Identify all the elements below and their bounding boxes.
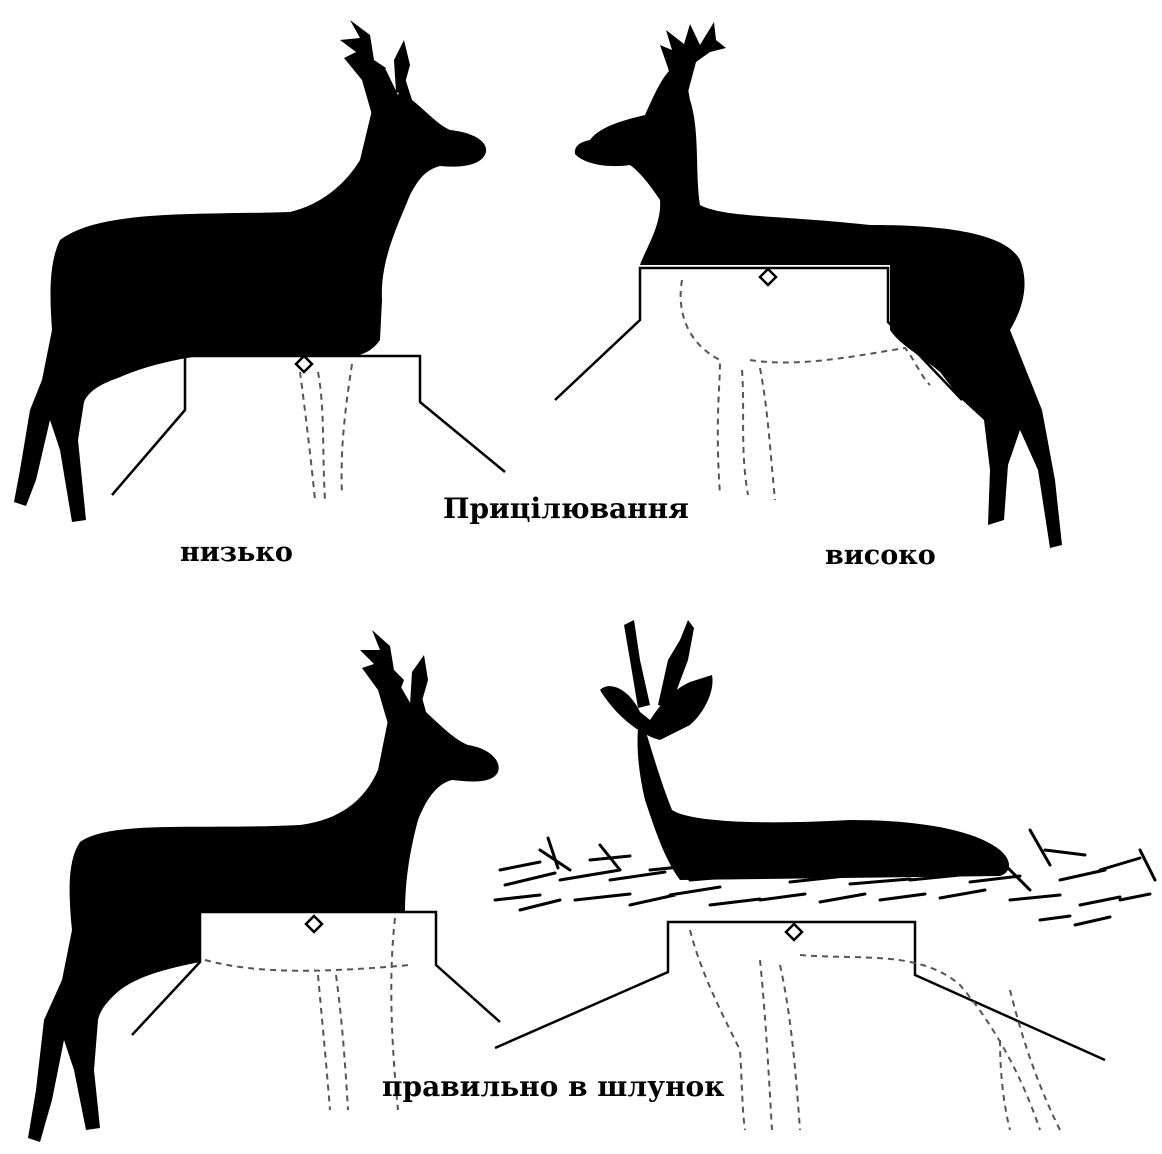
deer-silhouette-high — [575, 22, 1062, 548]
dashed-legs-correct — [205, 918, 410, 1110]
deer-silhouette-low — [14, 20, 486, 522]
target-frame-low — [112, 356, 505, 495]
label-aim-high: високо — [825, 540, 936, 571]
diagram-title: Прицілювання — [443, 492, 689, 525]
deer-silhouette-grass — [600, 620, 1009, 880]
target-frame-grass — [495, 922, 1105, 1060]
deer-silhouette-correct — [28, 630, 499, 1142]
label-aim-correct: правильно в шлунок — [382, 1070, 724, 1103]
dashed-legs-low — [300, 364, 352, 500]
label-aim-low: низько — [180, 537, 293, 568]
dashed-body-grass — [690, 930, 1060, 1130]
